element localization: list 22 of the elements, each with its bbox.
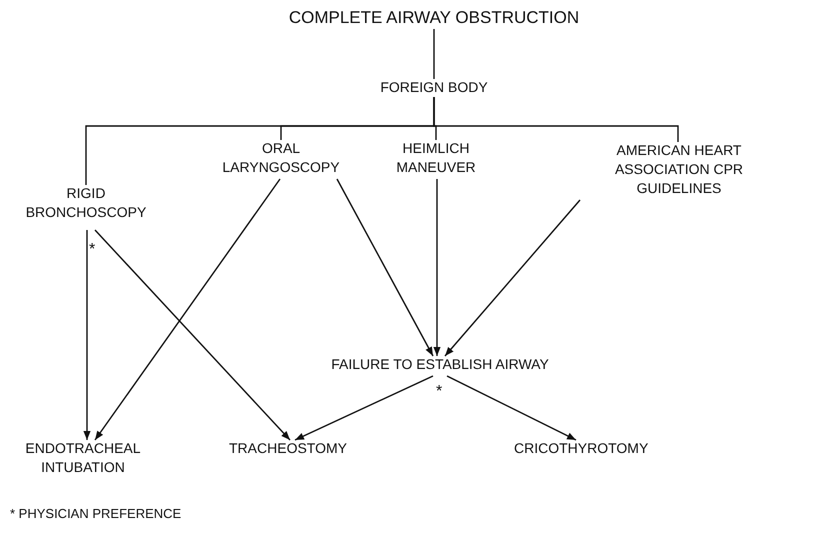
node-label: FAILURE TO ESTABLISH AIRWAY xyxy=(331,355,549,374)
node-label: HEIMLICH MANEUVER xyxy=(391,139,481,177)
edge-label: * xyxy=(88,242,96,258)
arrow xyxy=(336,178,434,356)
arrow xyxy=(446,375,576,441)
asterisk-note: * xyxy=(436,384,442,400)
arrow xyxy=(94,230,291,440)
arrow xyxy=(83,230,91,440)
arrow xyxy=(294,375,434,441)
node-label: ENDOTRACHEAL INTUBATION xyxy=(20,439,146,477)
node-label: RIGID BRONCHOSCOPY xyxy=(21,184,151,222)
arrow xyxy=(94,178,281,440)
arrow xyxy=(433,179,441,356)
node-label: TRACHEOSTOMY xyxy=(229,439,347,458)
footnote: * PHYSICIAN PREFERENCE xyxy=(10,506,182,521)
node-label: COMPLETE AIRWAY OBSTRUCTION xyxy=(288,8,580,27)
connector-line xyxy=(433,97,679,142)
node-label: AMERICAN HEART ASSOCIATION CPR GUIDELINES xyxy=(606,141,752,198)
node-label: ORAL LARYNGOSCOPY xyxy=(221,139,341,177)
connector-line xyxy=(433,29,435,79)
arrow xyxy=(444,200,581,356)
node-label: FOREIGN BODY xyxy=(380,78,488,97)
